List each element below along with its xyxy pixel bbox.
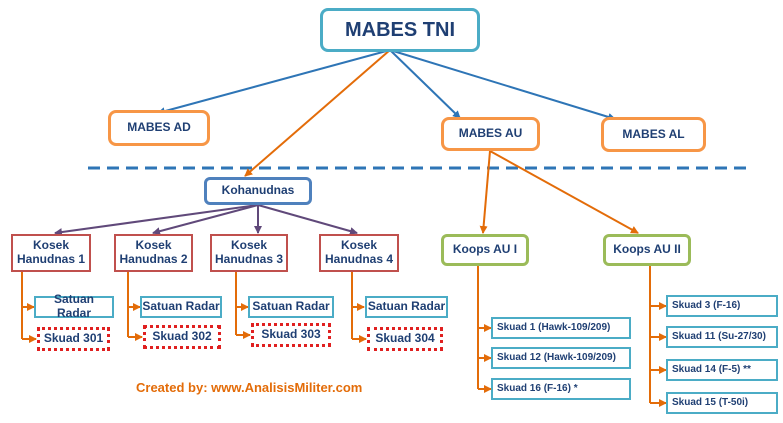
kosek-2-title: Kosek	[135, 238, 172, 253]
kosek-1-subtitle: Hanudnas 1	[16, 252, 85, 266]
node-kosek-1: Kosek Hanudnas 1	[11, 234, 91, 272]
credit-text: Created by: www.AnalisisMiliter.com	[136, 380, 363, 395]
arrow-mabes-au-to-koops-1	[479, 150, 491, 234]
node-kosek-1-squadron: Skuad 301	[37, 327, 110, 351]
node-mabes-au: MABES AU	[441, 117, 540, 151]
node-kosek-3-squadron: Skuad 303	[251, 323, 331, 347]
node-kosek-2-radar: Satuan Radar	[140, 296, 222, 318]
node-koops-1-squadron-3: Skuad 16 (F-16) *	[491, 378, 631, 400]
node-kosek-1-radar: Satuan Radar	[34, 292, 114, 320]
node-koops-2-squadron-1: Skuad 3 (F-16)	[666, 295, 778, 317]
node-kosek-3: Kosek Hanudnas 3	[210, 234, 288, 272]
arrow-root-to-mabes-au	[389, 49, 461, 119]
node-kosek-3-radar: Satuan Radar	[248, 296, 334, 318]
arrow-root-to-mabes-ad	[157, 49, 391, 116]
kosek-3-title: Kosek	[230, 238, 268, 253]
kosek-4-title: Kosek	[340, 238, 378, 253]
kosek-2-subtitle: Hanudnas 2	[119, 252, 188, 266]
node-kohanudnas: Kohanudnas	[204, 177, 312, 205]
node-koops-au-1: Koops AU I	[441, 234, 529, 266]
kosek-1-title: Kosek	[32, 238, 70, 253]
kosek-4-tree	[351, 272, 367, 343]
node-mabes-al: MABES AL	[601, 117, 706, 152]
koops-2-tree	[649, 266, 667, 407]
kosek-3-tree	[235, 272, 251, 339]
node-koops-2-squadron-4: Skuad 15 (T-50i)	[666, 392, 778, 414]
arrow-mabes-au-to-koops-2	[489, 150, 639, 234]
kosek-3-subtitle: Hanudnas 3	[214, 252, 283, 266]
node-koops-2-squadron-2: Skuad 11 (Su-27/30)	[666, 326, 778, 348]
node-koops-au-2: Koops AU II	[603, 234, 691, 266]
node-kosek-4-radar: Satuan Radar	[365, 296, 448, 318]
node-kosek-2: Kosek Hanudnas 2	[114, 234, 193, 272]
koops-1-tree	[477, 266, 492, 393]
kosek-1-tree	[21, 272, 37, 343]
arrow-root-to-kohanudnas	[244, 49, 391, 177]
kosek-4-subtitle: Hanudnas 4	[324, 252, 393, 266]
node-kosek-2-squadron: Skuad 302	[143, 325, 221, 349]
kosek-2-tree	[127, 272, 143, 341]
node-mabes-ad: MABES AD	[108, 110, 210, 146]
node-kosek-4: Kosek Hanudnas 4	[319, 234, 399, 272]
arrow-kohanudnas-to-kosek-1	[54, 204, 259, 237]
node-mabes-tni: MABES TNI	[320, 8, 480, 52]
node-koops-2-squadron-3: Skuad 14 (F-5) **	[666, 359, 778, 381]
arrow-root-to-mabes-al	[389, 49, 616, 121]
node-koops-1-squadron-1: Skuad 1 (Hawk-109/209)	[491, 317, 631, 339]
node-kosek-4-squadron: Skuad 304	[367, 327, 443, 351]
arrow-kohanudnas-to-kosek-2	[152, 204, 259, 236]
arrow-kohanudnas-to-kosek-4	[257, 204, 358, 235]
node-koops-1-squadron-2: Skuad 12 (Hawk-109/209)	[491, 347, 631, 369]
